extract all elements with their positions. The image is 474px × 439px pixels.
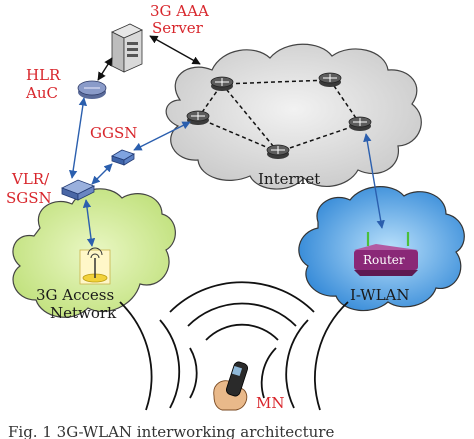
link-server-hlr xyxy=(97,57,113,81)
figure-caption: Fig. 1 3G-WLAN interworking architecture xyxy=(8,423,334,439)
router-label: Router xyxy=(363,253,405,267)
internet-router-4 xyxy=(348,116,372,131)
vlr-label-line1: VLR/ xyxy=(11,170,50,188)
hlr-auc-icon xyxy=(77,80,107,99)
link-vlr-access xyxy=(82,199,96,247)
vlr-label-line2: SGSN xyxy=(6,189,52,207)
mobile-node-icon xyxy=(213,361,249,411)
link-ggsn-internet xyxy=(133,121,191,151)
internet-label: Internet xyxy=(258,170,320,188)
server-label-line1: 3G AAA xyxy=(150,2,209,20)
radio-waves xyxy=(119,281,349,411)
internet-router-1 xyxy=(210,76,234,91)
wlan-router-icon xyxy=(354,232,418,276)
links xyxy=(68,35,385,247)
hlr-label-line1: HLR xyxy=(26,66,61,84)
ggsn-icon xyxy=(111,149,135,166)
mn-label: MN xyxy=(256,394,284,412)
hlr-label-line2: AuC xyxy=(25,84,58,102)
link-internet-wlan xyxy=(363,133,385,229)
link-hlr-vlr xyxy=(68,97,88,179)
server-label-line2: Server xyxy=(152,19,204,37)
link-vlr-ggsn xyxy=(91,163,113,185)
access-network-label-line2: Network xyxy=(50,304,117,322)
internet-router-2 xyxy=(318,72,342,87)
internet-router-5 xyxy=(266,144,290,159)
internet-mesh-links xyxy=(197,79,361,153)
ggsn-label: GGSN xyxy=(90,124,137,142)
access-network-label-line1: 3G Access xyxy=(36,286,114,304)
link-server-internet xyxy=(149,35,201,65)
aaa-server-icon xyxy=(111,23,143,73)
iwlan-label: I-WLAN xyxy=(350,286,410,304)
internet-router-3 xyxy=(186,110,210,125)
vlr-sgsn-icon xyxy=(61,179,95,201)
base-station-icon xyxy=(79,247,111,285)
